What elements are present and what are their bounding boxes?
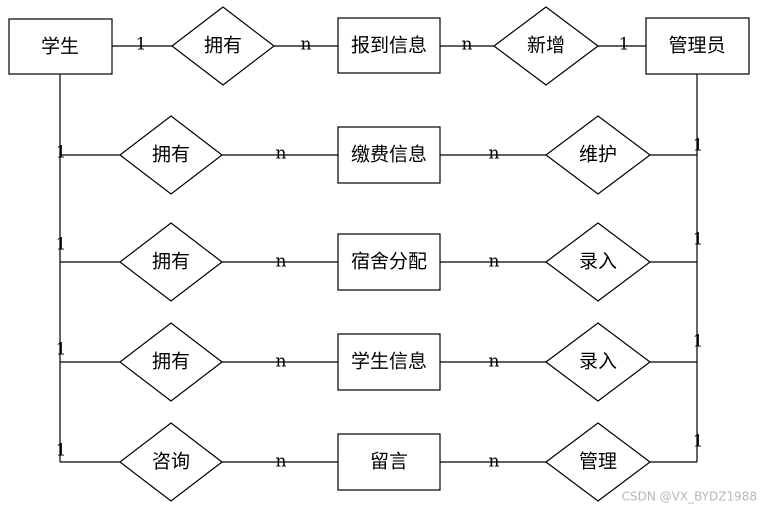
rel-row2-maintain-label: 维护 <box>579 144 617 166</box>
card-row5-student: 1 <box>56 441 67 461</box>
entity-payment-info: 缴费信息 <box>337 126 441 184</box>
entity-checkin-info: 报到信息 <box>337 17 441 74</box>
card-row1-admin: 1 <box>619 35 630 55</box>
rel-row1-has-diamond <box>171 6 275 86</box>
watermark-text: CSDN @VX_BYDZ1988 <box>622 490 757 504</box>
cardinality-labels: 1 n n 1 1 n n 1 1 n n 1 1 n n 1 1 n n 1 <box>56 35 704 472</box>
rel-row4-entry-label: 录入 <box>579 351 617 373</box>
entity-dorm-assign-label: 宿舍分配 <box>351 251 427 273</box>
entity-student-box <box>8 18 113 75</box>
rel-row3-has-label: 拥有 <box>152 251 190 273</box>
entity-checkin-info-box <box>337 17 441 74</box>
card-row1-student: 1 <box>136 35 147 55</box>
rel-row1-has: 拥有 <box>171 6 275 86</box>
card-row3-student: 1 <box>56 235 67 255</box>
rel-row1-add-label: 新增 <box>527 35 565 57</box>
rel-row1-add: 新增 <box>493 6 599 86</box>
entity-message-box <box>337 433 441 491</box>
card-row3-has-out: n <box>276 252 287 272</box>
card-row5-manage-in: n <box>489 452 500 472</box>
rel-row3-entry-label: 录入 <box>579 251 617 273</box>
entity-checkin-info-label: 报到信息 <box>351 35 427 57</box>
rel-row4-entry: 录入 <box>545 322 651 402</box>
entity-student-info-box <box>337 333 441 391</box>
card-row2-admin: 1 <box>693 136 704 156</box>
entity-admin-label: 管理员 <box>668 35 725 57</box>
entity-student-info-label: 学生信息 <box>351 351 427 373</box>
card-row4-admin: 1 <box>693 332 704 352</box>
entity-payment-info-box <box>337 126 441 184</box>
rel-row2-maintain-diamond <box>545 115 651 195</box>
entity-dorm-assign-box <box>337 233 441 291</box>
card-row4-has-out: n <box>276 352 287 372</box>
rel-row3-entry: 录入 <box>545 222 651 302</box>
card-row5-consult-out: n <box>276 452 287 472</box>
rel-row3-entry-diamond <box>545 222 651 302</box>
entity-student: 学生 <box>8 18 113 75</box>
rel-row5-consult-diamond <box>119 422 223 502</box>
card-row2-has-out: n <box>276 144 287 164</box>
rel-row1-add-diamond <box>493 6 599 86</box>
card-row1-has-out: n <box>301 35 312 55</box>
card-row5-admin: 1 <box>693 432 704 452</box>
entity-message: 留言 <box>337 433 441 491</box>
rel-row2-has-diamond <box>119 115 223 195</box>
rel-row4-has-label: 拥有 <box>152 351 190 373</box>
entity-payment-info-label: 缴费信息 <box>351 144 427 166</box>
rel-row4-has: 拥有 <box>119 322 223 402</box>
card-row4-student: 1 <box>56 340 67 360</box>
entity-student-info: 学生信息 <box>337 333 441 391</box>
rel-row5-manage: 管理 <box>545 422 651 502</box>
rel-row3-has: 拥有 <box>119 222 223 302</box>
rel-row5-manage-diamond <box>545 422 651 502</box>
rel-row5-consult-label: 咨询 <box>152 451 190 473</box>
rel-row2-has: 拥有 <box>119 115 223 195</box>
rel-row5-manage-label: 管理 <box>579 451 617 473</box>
rel-row2-maintain: 维护 <box>545 115 651 195</box>
entity-admin: 管理员 <box>645 17 750 75</box>
card-row2-student: 1 <box>56 143 67 163</box>
entity-message-label: 留言 <box>370 451 408 473</box>
rel-row3-has-diamond <box>119 222 223 302</box>
rel-row5-consult: 咨询 <box>119 422 223 502</box>
entity-dorm-assign: 宿舍分配 <box>337 233 441 291</box>
rel-row4-has-diamond <box>119 322 223 402</box>
card-row4-entry-in: n <box>489 352 500 372</box>
connector-lines <box>59 45 698 463</box>
entity-admin-box <box>645 17 750 75</box>
card-row1-add-in: n <box>462 35 473 55</box>
rel-row2-has-label: 拥有 <box>152 144 190 166</box>
card-row2-maintain-in: n <box>489 144 500 164</box>
rel-row1-has-label: 拥有 <box>204 35 242 57</box>
card-row3-entry-in: n <box>489 252 500 272</box>
card-row3-admin: 1 <box>693 230 704 250</box>
rel-row4-entry-diamond <box>545 322 651 402</box>
entity-student-label: 学生 <box>41 36 79 58</box>
